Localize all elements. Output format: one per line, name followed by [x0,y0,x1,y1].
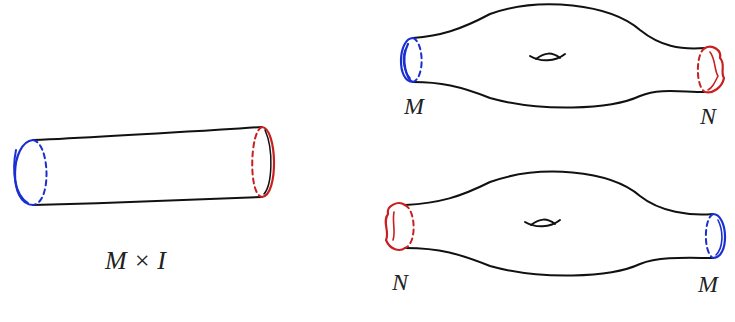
product-label: M × I [105,248,166,274]
cylinder [14,127,274,205]
boundary-label: M [404,94,424,118]
boundary-label: N [392,270,408,294]
boundary-label: M [698,272,718,296]
cobordism-bottom [386,172,725,276]
cobordism-top [401,4,724,107]
boundary-label: N [700,104,716,128]
